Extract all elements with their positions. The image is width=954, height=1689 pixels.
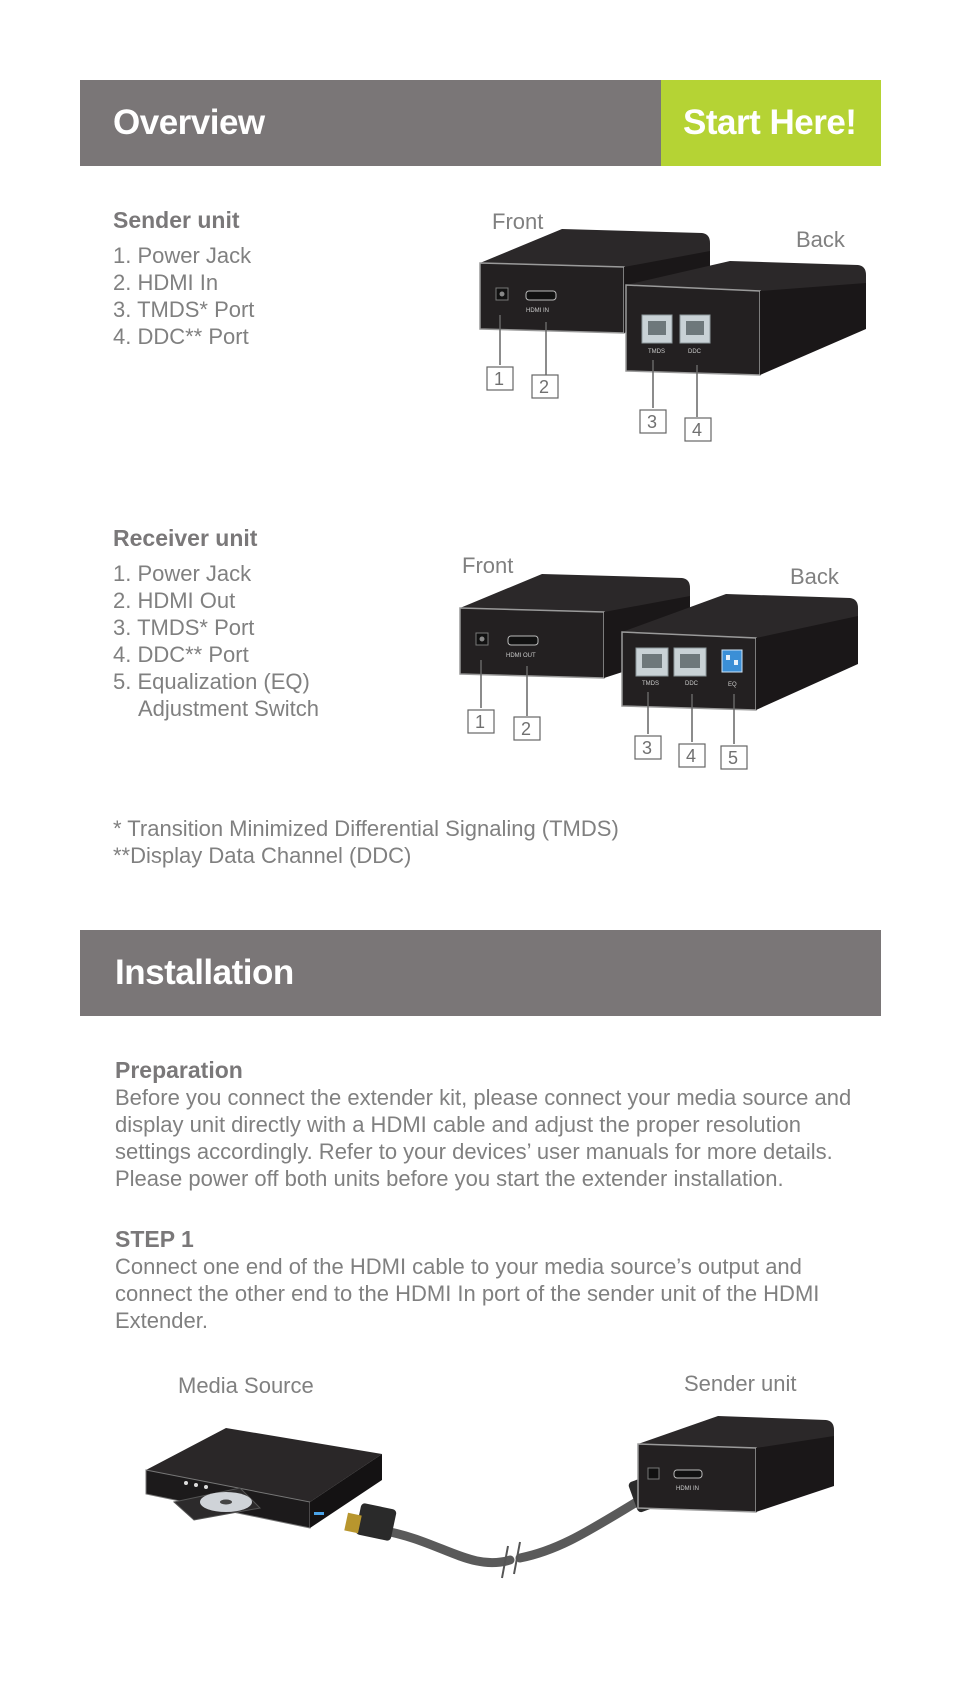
installation-title: Installation xyxy=(115,953,294,992)
receiver-unit-illustration: HDMI OUT TMDS DDC EQ 1 2 3 4 5 xyxy=(459,574,858,770)
sender-unit-label: Sender unit xyxy=(684,1371,797,1396)
installation-header: Installation xyxy=(80,930,881,1016)
sender-hdmi-port-label: HDMI IN xyxy=(526,308,549,314)
list-item: 1. Power Jack xyxy=(113,561,252,586)
list-item: 1. Power Jack xyxy=(113,243,252,268)
start-here-badge: Start Here! xyxy=(661,80,881,166)
footnote-tmds: * Transition Minimized Differential Sign… xyxy=(113,816,619,841)
receiver-ddc-port-label: DDC xyxy=(685,681,699,687)
eq-switch-icon xyxy=(721,649,743,673)
receiver-tmds-port-label: TMDS xyxy=(642,681,659,687)
step1-heading: STEP 1 xyxy=(115,1226,194,1252)
overview-header: Overview Start Here! xyxy=(80,80,881,166)
receiver-callout-3: 3 xyxy=(642,738,652,758)
list-item: 4. DDC** Port xyxy=(113,324,249,349)
receiver-front-label: Front xyxy=(462,553,514,578)
sender-callout-1: 1 xyxy=(494,369,504,389)
sender-parts-list: 1. Power Jack 2. HDMI In 3. TMDS* Port 4… xyxy=(113,242,254,350)
list-item: Adjustment Switch xyxy=(138,696,319,721)
list-item: 2. HDMI Out xyxy=(113,588,236,613)
sender-callout-4: 4 xyxy=(692,420,702,440)
preparation-heading: Preparation xyxy=(115,1057,243,1083)
hdmi-port-icon xyxy=(673,1469,703,1479)
receiver-eq-label: EQ xyxy=(728,682,737,688)
overview-title: Overview xyxy=(113,103,265,142)
sender-callout-2: 2 xyxy=(539,377,549,397)
receiver-callout-2: 2 xyxy=(521,719,531,739)
sender-hdmi-in-label: HDMI IN xyxy=(676,1486,699,1492)
receiver-callout-5: 5 xyxy=(728,748,738,768)
receiver-back-box: TMDS DDC EQ xyxy=(621,594,858,711)
start-here-label: Start Here! xyxy=(683,103,857,142)
connection-illustration: HDMI IN xyxy=(145,1416,834,1579)
hdmi-plug-left-icon xyxy=(355,1503,397,1541)
list-item: 2. HDMI In xyxy=(113,270,219,295)
footnote-ddc: **Display Data Channel (DDC) xyxy=(113,843,412,868)
receiver-back-label: Back xyxy=(790,564,839,589)
sender-callout-3: 3 xyxy=(647,412,657,432)
sender-front-label: Front xyxy=(492,209,544,234)
list-item: 5. Equalization (EQ) xyxy=(113,669,310,694)
preparation-text: Before you connect the extender kit, ple… xyxy=(115,1085,852,1191)
power-jack-icon xyxy=(647,1467,660,1480)
list-item: 3. TMDS* Port xyxy=(113,615,255,640)
step1-text: Connect one end of the HDMI cable to you… xyxy=(115,1254,820,1333)
sender-back-label: Back xyxy=(796,227,845,252)
media-source-player xyxy=(145,1428,382,1529)
sender-ddc-port-label: DDC xyxy=(688,349,702,355)
hdmi-port-icon xyxy=(525,290,557,301)
sender-tmds-port-label: TMDS xyxy=(648,349,665,355)
hdmi-port-icon xyxy=(507,635,539,646)
hdmi-cable xyxy=(344,1470,683,1579)
list-item: 4. DDC** Port xyxy=(113,642,249,667)
receiver-callout-4: 4 xyxy=(686,746,696,766)
receiver-callout-1: 1 xyxy=(475,712,485,732)
sender-unit-illustration: HDMI IN TMDS DDC 1 2 3 4 xyxy=(479,229,866,442)
media-source-label: Media Source xyxy=(178,1373,314,1398)
sender-heading: Sender unit xyxy=(113,207,240,233)
list-item: 3. TMDS* Port xyxy=(113,297,255,322)
sender-unit-box: HDMI IN xyxy=(637,1416,834,1513)
sender-back-box: TMDS DDC xyxy=(625,261,866,376)
receiver-heading: Receiver unit xyxy=(113,525,258,551)
receiver-parts-list: 1. Power Jack 2. HDMI Out 3. TMDS* Port … xyxy=(113,560,319,722)
receiver-hdmi-port-label: HDMI OUT xyxy=(506,653,536,659)
